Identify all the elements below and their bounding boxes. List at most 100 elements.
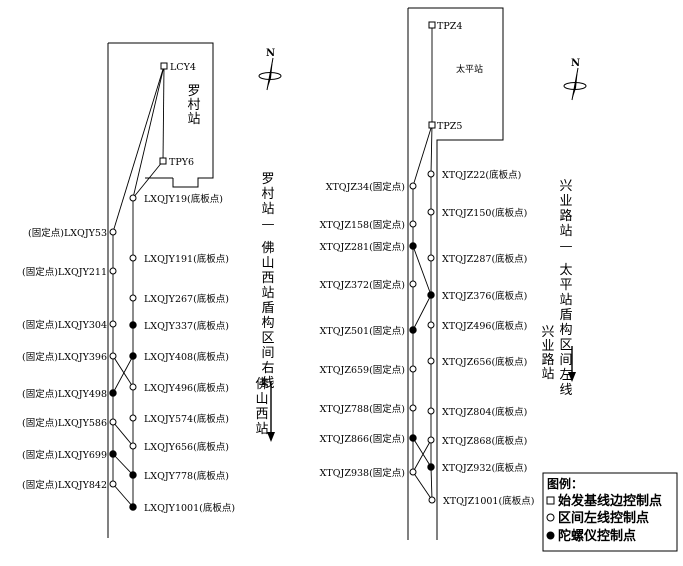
right-route-label-char: 构 (559, 323, 572, 338)
label-lxqjy496-name: LXQJY496 (144, 383, 193, 394)
label-lxqjy574-note: (底板点) (193, 413, 229, 425)
label-lxqjy53: (固定点)LXQJY53 (28, 227, 107, 239)
label-xtqjz659: XTQJZ659(固定点) (320, 364, 405, 376)
left-route-label-char: 间 (261, 346, 274, 361)
label-lxqjy191-name: LXQJY191 (144, 254, 193, 265)
left-direction-arrowhead (267, 432, 275, 442)
label-lxqjy19-note: (底板点) (187, 193, 223, 205)
label-lxqjy337-name: LXQJY337 (144, 321, 193, 332)
label-xtqjz804: XTQJZ804(底板点) (442, 406, 527, 418)
label-xtqjz868-note: (底板点) (491, 435, 527, 447)
right-route-label-char: 站 (559, 293, 572, 308)
label-lxqjy53-name: LXQJY53 (64, 228, 107, 239)
point-lxqjy496 (129, 383, 137, 391)
point-xtqjz372 (409, 280, 417, 288)
right-station-label: 太平站 (456, 63, 483, 75)
label-xtqjz866: XTQJZ866(固定点) (320, 433, 405, 445)
label-lxqjy191-note: (底板点) (193, 253, 229, 265)
point-xtqjz150 (427, 208, 435, 216)
label-xtqjz788-name: XTQJZ788 (320, 404, 369, 415)
label-xtqjz932-name: XTQJZ932 (442, 463, 491, 474)
label-lxqjy211: (固定点)LXQJY211 (22, 266, 107, 278)
label-xtqjz804-note: (底板点) (491, 406, 527, 418)
point-lxqjy778 (129, 471, 137, 479)
label-lxqjy267-note: (底板点) (193, 293, 229, 305)
right-north-arrow: N (563, 58, 587, 101)
left-traverse-lcy4-lxqjy53 (112, 65, 165, 233)
label-xtqjz659-note: (固定点) (369, 364, 405, 376)
point-xtqjz866 (409, 434, 417, 442)
left-north-arrow: N (258, 48, 282, 91)
label-xtqjz281-name: XTQJZ281 (320, 242, 369, 253)
right-route-label-char: 平 (559, 278, 572, 293)
right-route-label-char: 站 (559, 224, 572, 239)
legend-item-label: 区间左线控制点 (558, 510, 649, 526)
point-lxqjy396 (109, 352, 117, 360)
right-route-label-char: 线 (559, 383, 572, 398)
point-lxqjy699 (109, 450, 117, 458)
point-lxqjy656 (129, 442, 137, 450)
label-lxqjy1001-note: (底板点) (199, 502, 235, 514)
right-traverse-xtqjz866-xtqjz932 (412, 437, 432, 468)
point-xtqjz496 (427, 321, 435, 329)
label-lxqjy211-note: (固定点) (22, 266, 58, 278)
label-lxqjy656: LXQJY656(底板点) (144, 441, 229, 453)
left-direction-label-char: 站 (255, 422, 268, 437)
label-xtqjz938-note: (固定点) (369, 467, 405, 479)
left-direction-label-char: 西 (255, 407, 268, 422)
label-lxqjy496-note: (底板点) (193, 382, 229, 394)
legend-symbol-filled-circle (546, 531, 555, 540)
right-direction-label-char: 兴 (541, 325, 554, 340)
point-xtqjz158 (409, 220, 417, 228)
left-station-label-char: 村 (187, 98, 200, 113)
label-xtqjz501-note: (固定点) (369, 325, 405, 337)
left-route-label-char: 右 (261, 361, 274, 376)
right-route-label-char: 区 (559, 338, 572, 353)
label-lxqjy304-name: LXQJY304 (58, 320, 107, 331)
point-xtqjz932 (427, 463, 435, 471)
label-lxqjy586-name: LXQJY586 (58, 418, 107, 429)
point-xtqjz788 (409, 404, 417, 412)
label-lxqjy267: LXQJY267(底板点) (144, 293, 229, 305)
right-traverse-tpz5-xtqjz34 (412, 124, 433, 187)
point-xtqjz281 (409, 242, 417, 250)
label-lxqjy699-name: LXQJY699 (58, 450, 107, 461)
label-lxqjy53-note: (固定点) (28, 227, 64, 239)
label-lxqjy498: (固定点)LXQJY498 (22, 388, 107, 400)
left-tunnel-wall (107, 42, 214, 538)
label-xtqjz868-name: XTQJZ868 (442, 436, 491, 447)
right-route-label-char: 业 (559, 194, 572, 209)
left-route-label-char: 盾 (261, 301, 274, 316)
label-lxqjy19: LXQJY19(底板点) (144, 193, 223, 205)
label-xtqjz376-note: (底板点) (491, 290, 527, 302)
label-xtqjz496-name: XTQJZ496 (442, 321, 491, 332)
left-direction-label-char: 佛 (255, 377, 268, 392)
label-xtqjz158-note: (固定点) (369, 219, 405, 231)
left-traverse-lxqjy699-lxqjy778 (112, 453, 134, 476)
left-station-label: 罗村站 (187, 84, 200, 127)
right-direction-label-char: 站 (541, 367, 554, 382)
right-traverse-tpz5-xtqjz22 (430, 124, 433, 175)
point-xtqjz501 (409, 326, 417, 334)
point-lxqjy408 (129, 352, 137, 360)
label-xtqjz287-name: XTQJZ287 (442, 254, 491, 265)
label-xtqjz1001: XTQJZ1001(底板点) (443, 495, 534, 507)
right-direction-arrowhead (568, 372, 576, 382)
label-xtqjz866-note: (固定点) (369, 433, 405, 445)
point-lxqjy267 (129, 294, 137, 302)
label-lxqjy842: (固定点)LXQJY842 (22, 479, 107, 491)
point-xtqjz868 (427, 436, 435, 444)
label-lxqjy496: LXQJY496(底板点) (144, 382, 229, 394)
label-lxqjy211-name: LXQJY211 (58, 267, 107, 278)
left-station-label-char: 罗 (187, 84, 200, 99)
legend-symbol-square (546, 496, 555, 505)
label-xtqjz496-note: (底板点) (491, 320, 527, 332)
right-north-arrow-axis (571, 67, 579, 101)
point-lxqjy211 (109, 267, 117, 275)
right-route-label-char: 太 (559, 263, 572, 278)
right-tunnel-wall (407, 7, 504, 540)
left-traverse-lxqjy408-lxqjy498 (112, 355, 134, 394)
label-tpy6: TPY6 (169, 157, 194, 168)
right-route-label-char: — (560, 239, 573, 254)
point-lxqjy337 (129, 321, 137, 329)
